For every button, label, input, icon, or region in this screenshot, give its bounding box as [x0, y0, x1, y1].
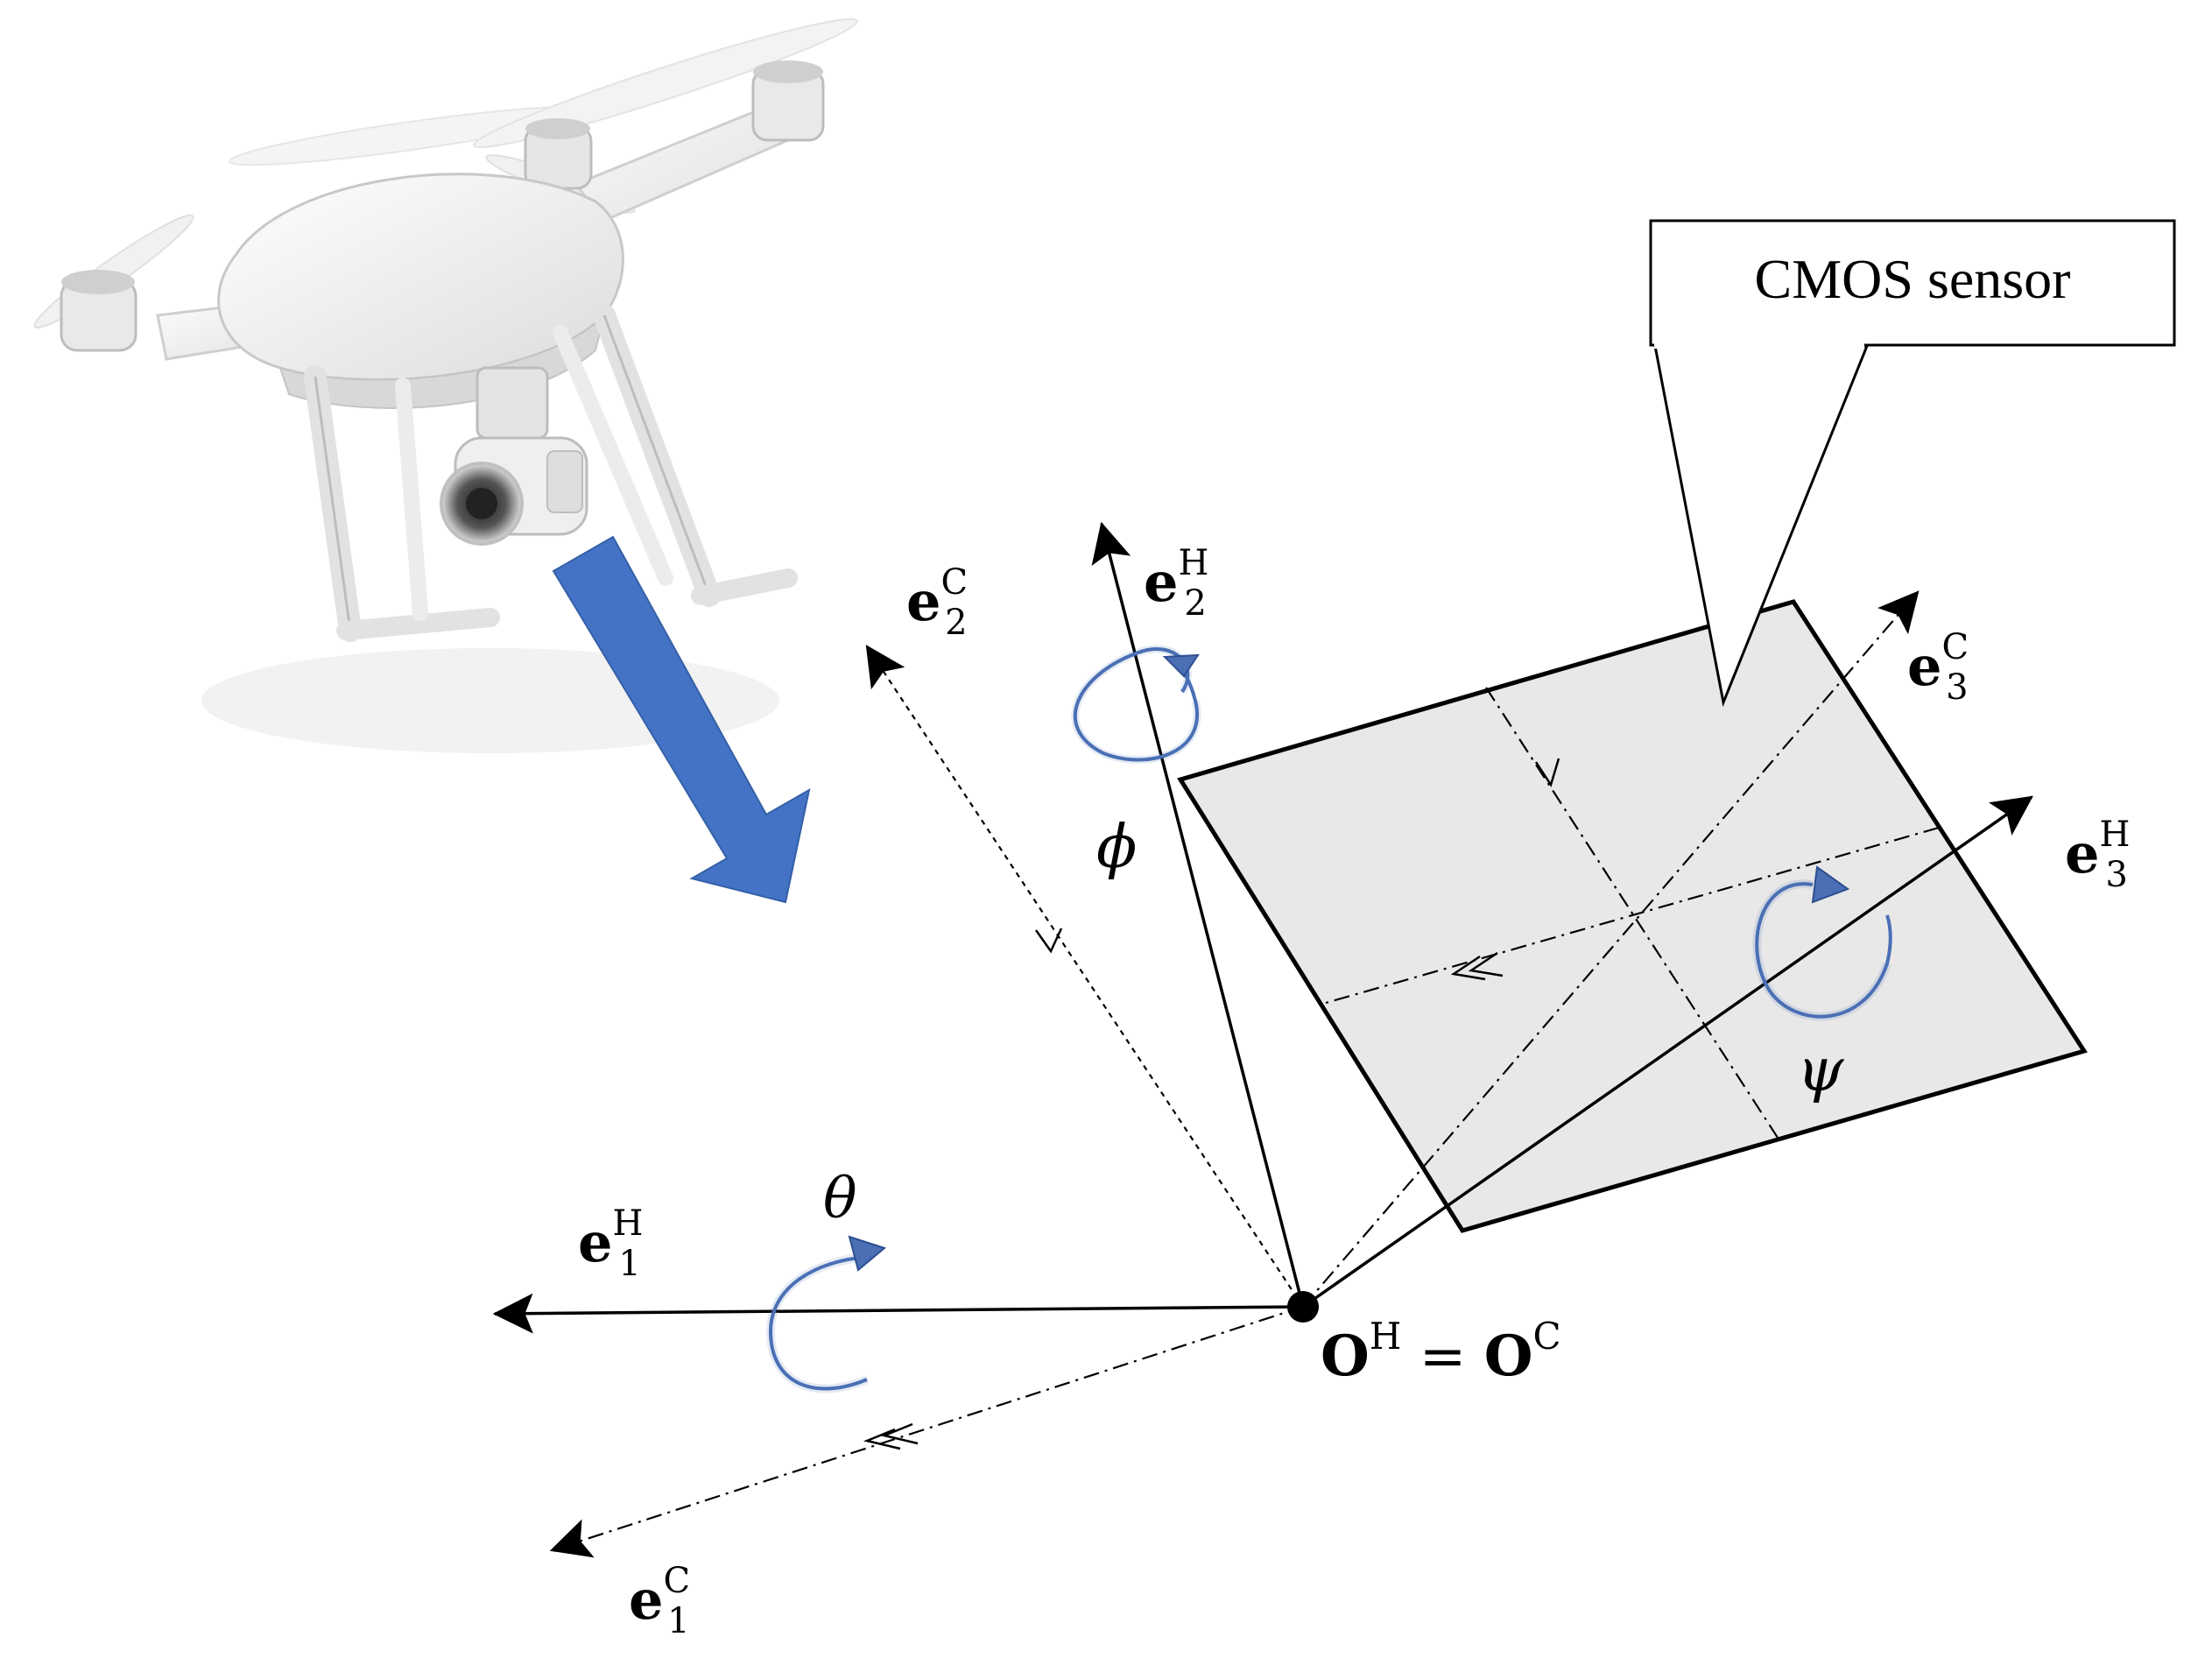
rotation-theta-icon	[765, 1235, 887, 1393]
axis-e3C	[1302, 590, 1920, 1308]
label-psi: ψ	[1797, 1036, 1844, 1105]
label-phi: ϕ	[1096, 813, 1137, 882]
cmos-callout: CMOS sensor	[1649, 219, 2176, 708]
double-chevron-mark-e1C	[863, 1422, 919, 1450]
drone-icon	[33, 18, 858, 753]
label-theta: θ	[823, 1167, 857, 1231]
axis-e1H	[492, 1293, 1304, 1334]
sensor-centerline-horizontal	[1325, 826, 1940, 1005]
axis-e3H	[1301, 795, 2033, 1309]
chevron-mark	[1534, 758, 1560, 787]
label-origin: OH = OC	[1321, 1315, 1561, 1389]
origin-point	[1287, 1291, 1319, 1323]
axis-e1C	[549, 1305, 1304, 1558]
double-chevron-mark	[1450, 951, 1504, 981]
rotation-psi-icon	[1752, 865, 1892, 1021]
callout-label: CMOS sensor	[1755, 248, 2071, 310]
chevron-mark-e2C	[1034, 928, 1063, 954]
direction-arrow-icon	[552, 535, 811, 904]
rotation-phi-icon	[1071, 645, 1201, 764]
